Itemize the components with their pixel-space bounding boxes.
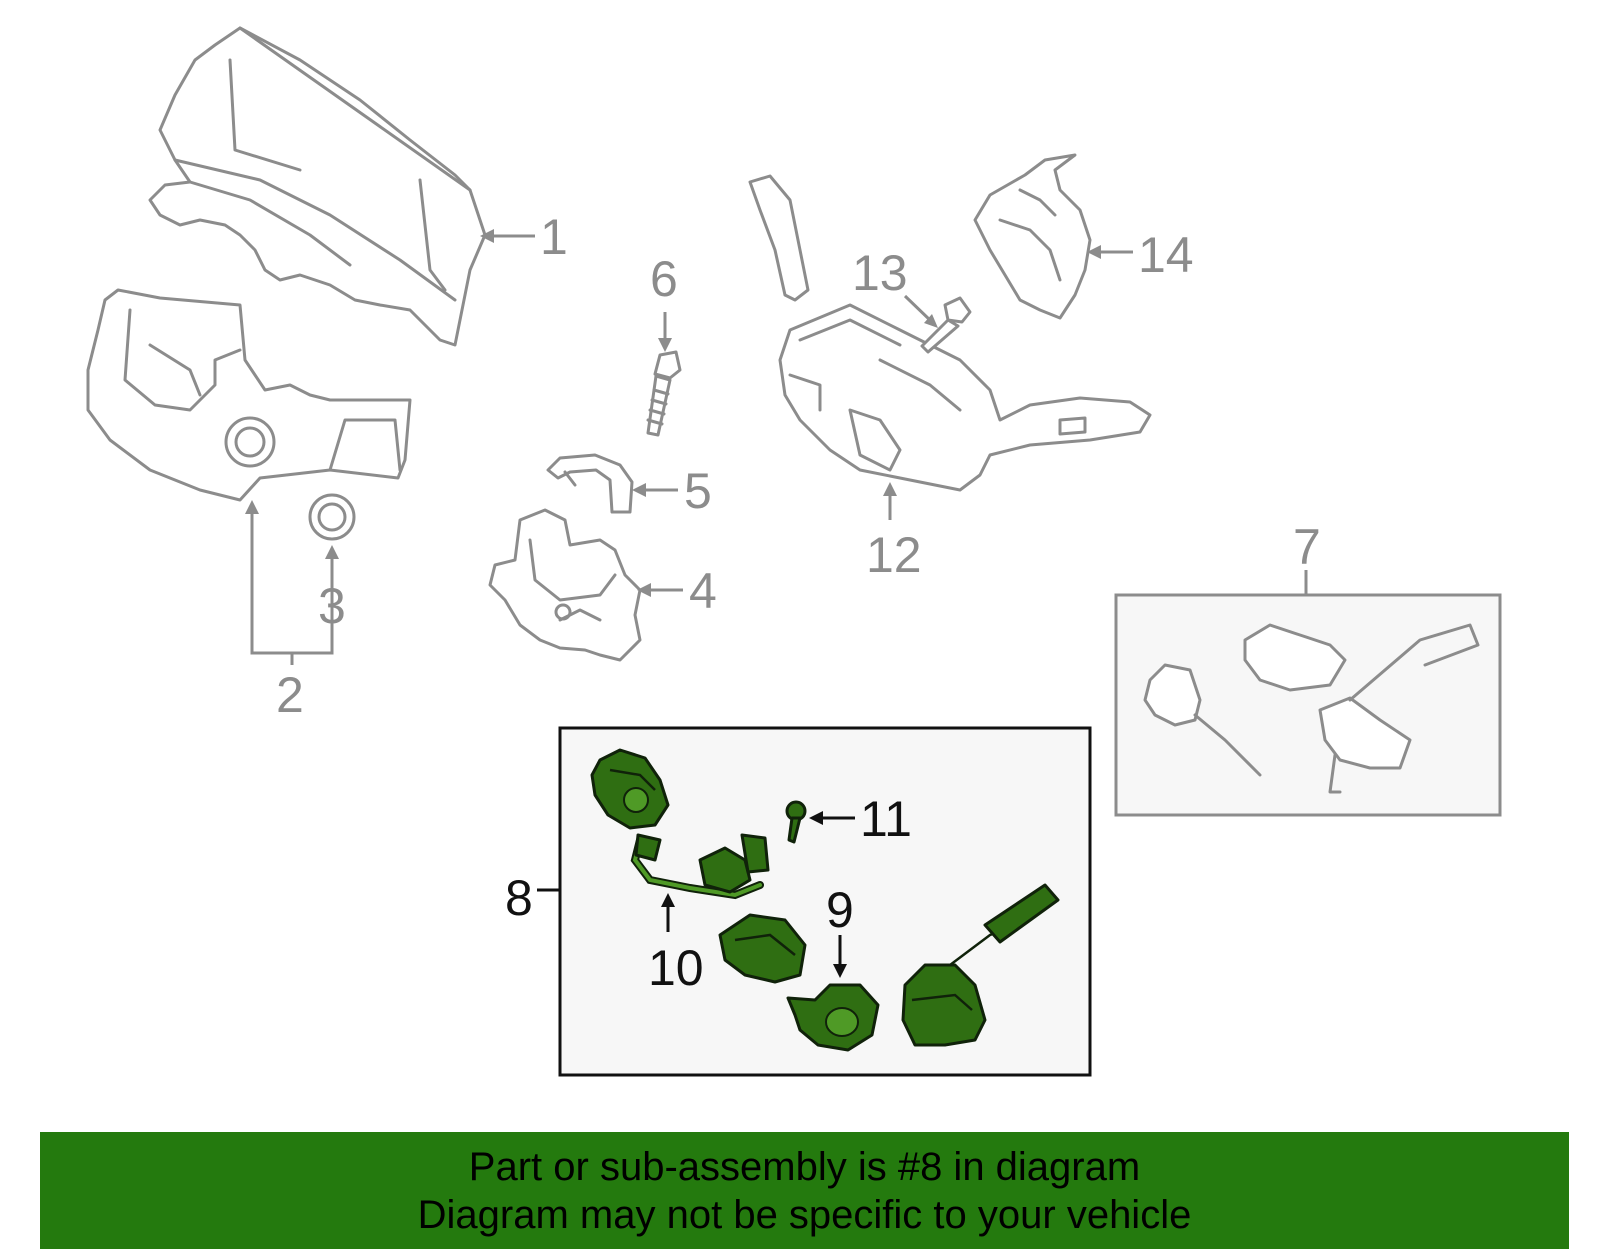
part-1-upper-shroud <box>148 26 487 347</box>
arrow-14 <box>1087 245 1101 259</box>
callout-13: 13 <box>852 245 908 301</box>
banner-line-2: Diagram may not be specific to your vehi… <box>417 1192 1192 1237</box>
callout-12: 12 <box>866 527 922 583</box>
part-14-clock-spring <box>973 153 1092 320</box>
banner-line-1: Part or sub-assembly is #8 in diagram <box>468 1144 1141 1189</box>
part-4-lock-housing <box>488 508 642 662</box>
callout-7: 7 <box>1293 519 1321 575</box>
arrow-5 <box>632 483 646 497</box>
arrow-10 <box>661 893 675 907</box>
callout-4: 4 <box>689 563 717 619</box>
arrow-9 <box>833 964 847 978</box>
part-8-switch <box>901 883 1060 1047</box>
callout-2: 2 <box>276 667 304 723</box>
part-8-transceiver-cover <box>718 913 807 984</box>
arrow-3 <box>325 545 339 559</box>
part-12-combination-switch <box>748 174 1152 492</box>
arrow-4 <box>637 583 651 597</box>
callout-11: 11 <box>860 791 912 847</box>
arrow-11 <box>809 811 823 825</box>
arrow-6 <box>658 338 672 352</box>
part-6-bolt <box>646 350 682 437</box>
disclaimer-banner: Part or sub-assembly is #8 in diagram Di… <box>40 1132 1569 1249</box>
callout-8: 8 <box>505 870 533 926</box>
arrow-12 <box>883 482 897 496</box>
part-10-harness <box>630 833 770 900</box>
callout-9: 9 <box>826 882 854 938</box>
callout-1: 1 <box>540 209 568 265</box>
subassembly-box-7 <box>1114 570 1502 817</box>
subassembly-box-8 <box>558 726 1092 1077</box>
callout-10: 10 <box>648 940 704 996</box>
callout-14: 14 <box>1138 227 1194 283</box>
part-5-bracket <box>546 453 634 514</box>
part-13-screw <box>920 296 972 354</box>
part-2-lower-shroud <box>86 288 412 502</box>
leader-13 <box>903 294 934 324</box>
arrow-1 <box>480 229 494 243</box>
callout-5: 5 <box>684 463 712 519</box>
callout-3: 3 <box>318 578 346 634</box>
part-8-lock-cylinder <box>590 748 670 830</box>
callout-6: 6 <box>650 251 678 307</box>
arrow-2 <box>245 500 259 514</box>
part-11-screw <box>785 800 807 844</box>
arrow-13 <box>924 314 938 328</box>
part-9-immobilizer-ring <box>786 983 880 1052</box>
part-3-grommet <box>308 493 356 541</box>
